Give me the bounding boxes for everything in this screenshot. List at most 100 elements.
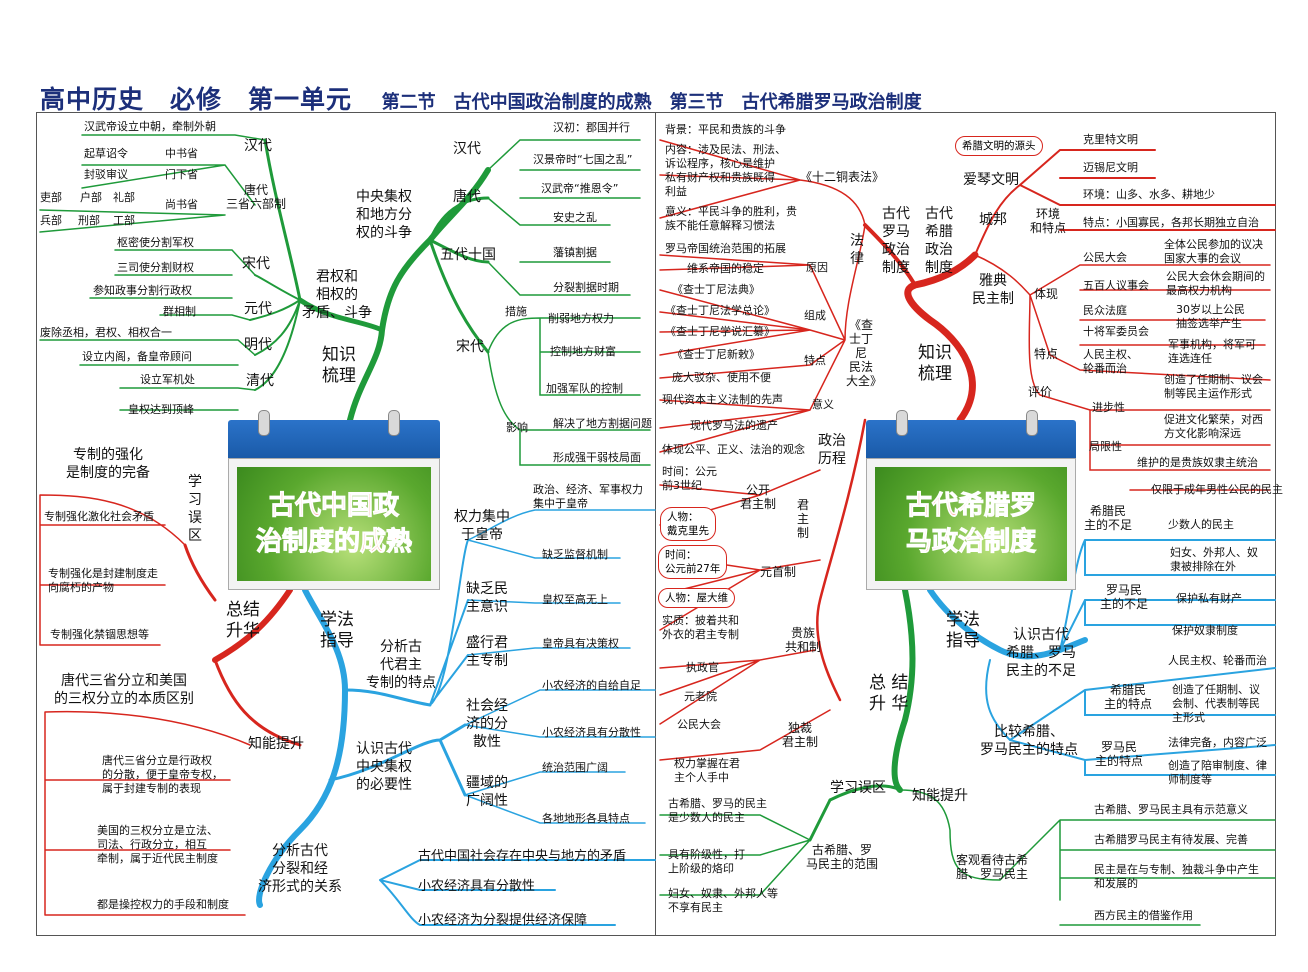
left-red-branches	[39, 494, 302, 916]
tang-item: 刑部	[78, 214, 100, 227]
tixian-item: 民众法庭	[1083, 304, 1127, 317]
renshi-item: 小农经济的自给自足	[542, 679, 641, 692]
tedian-item: 人民主权、 轮番而治	[1083, 348, 1138, 375]
node-pingjia: 评价	[1028, 385, 1053, 399]
renshi-right-item: 保护奴隶制度	[1172, 624, 1238, 637]
right-branch-method: 学法 指导	[946, 610, 980, 651]
song-item: 参知政事分割行政权	[93, 284, 192, 297]
tixian-item: 公民大会休会期间的 最高权力机构	[1166, 270, 1265, 297]
left-branch-summary: 总结 升华	[226, 600, 260, 641]
duzai-item: 权力掌握在君 主个人手中	[674, 757, 740, 784]
tedian-item: 创造了任期制、议会 制等民主运作形式	[1164, 373, 1263, 400]
left-blue-branches	[256, 509, 656, 926]
dyn-han: 汉代	[244, 138, 272, 154]
calendar-ring	[896, 410, 908, 436]
node-zhineng: 知能提升	[248, 736, 304, 752]
cl-wudai-item: 分裂割据时期	[553, 281, 619, 294]
right-center-calendar: 古代希腊罗 马政治制度	[866, 410, 1076, 590]
cl-song-item: 形成强干弱枝局面	[553, 451, 641, 464]
song-item: 枢密使分割军权	[117, 236, 194, 249]
shier-item: 意义：平民斗争的胜利，贵 族不能任意解释习惯法	[665, 205, 797, 232]
minfa-item: 《查士丁尼新敕》	[672, 348, 760, 361]
keguan-item: 古希腊罗马民主有待发展、完善	[1094, 833, 1248, 846]
huanjing-item: 环境：山多、水多、耕地少	[1083, 188, 1215, 201]
minfa-item: 罗马帝国统治范围的拓展	[665, 242, 786, 255]
minfa-item: 《查士丁尼法学总论》	[665, 304, 775, 317]
minfa-item: 《查士丁尼学说汇纂》	[665, 325, 775, 338]
wuqu-title: 专制的强化 是制度的完备	[66, 447, 150, 481]
page-title: 高中历史 必修 第一单元 第二节 古代中国政治制度的成熟 第三节 古代希腊罗马政…	[40, 80, 922, 114]
ming-item: 废除丞相，君权、相权合一	[40, 326, 172, 339]
cl-song-item: 加强军队的控制	[546, 382, 623, 395]
tang-item: 礼部	[113, 191, 135, 204]
node-zhengzhi: 政治 历程	[818, 433, 846, 467]
yuan-item: 群相制	[163, 305, 196, 318]
node-guizu: 贵族 共和制	[785, 626, 822, 654]
tang-item: 中书省	[165, 147, 198, 160]
gongkai-person: 人物： 戴克里先	[660, 507, 716, 541]
gongkai-item: 时间：公元 前3世纪	[662, 465, 717, 492]
zhineng-item: 美国的三权分立是立法、 司法、行政分立，相互 牵制，属于近代民主制度	[97, 824, 218, 865]
renshi-item: 统治范围广阔	[542, 761, 608, 774]
yuanshou-item: 实质：披着共和 外衣的君主专制	[662, 614, 739, 641]
right-branch-summary: 总 结 升 华	[869, 673, 909, 714]
node-fanwei: 古希腊、罗 马民主的范围	[806, 843, 879, 871]
minfa-sub: 意义	[812, 398, 834, 411]
fenxi-item: 皇权至高无上	[542, 593, 608, 606]
page-divider	[655, 112, 656, 936]
yuanshou-person: 人物：屋大维	[658, 588, 735, 608]
tixian-item: 十将军委员会	[1083, 325, 1149, 338]
node-shier: 《十二铜表法》	[800, 170, 885, 184]
calendar-ring	[258, 410, 270, 436]
ming-item: 设立内阁，备皇帝顾问	[82, 350, 192, 363]
yuanshou-time: 时间： 公元前27年	[658, 545, 728, 579]
tang-item: 封驳审议	[84, 168, 128, 181]
fenxi-sub: 缺乏民 主意识	[466, 581, 508, 615]
fenxi-sub: 盛行君 主专制	[466, 635, 508, 669]
wuqu-item: 专制强化激化社会矛盾	[44, 510, 154, 523]
bijiao-sub: 希腊民 主的特点	[1104, 683, 1153, 711]
title-main: 高中历史 必修 第一单元	[40, 85, 353, 114]
guizu-item: 公民大会	[677, 718, 721, 731]
bijiao-sub: 罗马民 主的特点	[1095, 740, 1144, 768]
node-renshi-right: 认识古代 希腊、罗马 民主的不足	[1006, 627, 1076, 679]
node-gongkai: 公开 君主制	[740, 483, 777, 511]
fanwei-item: 妇女、奴隶、外邦人等 不享有民主	[668, 887, 778, 914]
shier-item: 内容：涉及民法、刑法、 诉讼程序，核心是维护 私有财产权和贵族既得 利益	[665, 143, 786, 198]
renshi-right-item: 妇女、外邦人、奴 隶被排除在外	[1170, 546, 1258, 573]
left-branch-method: 学法 指导	[320, 610, 354, 651]
song-item: 三司使分割财权	[117, 261, 194, 274]
cl-tang-item: 安史之乱	[553, 211, 597, 224]
cl-han-item: 汉初：郡国并行	[553, 121, 630, 134]
bijiao-item: 人民主权、轮番而治	[1168, 654, 1267, 667]
keguan-item: 西方民主的借鉴作用	[1094, 909, 1193, 922]
bijiao-item: 创造了陪审制度、律 师制度等	[1168, 759, 1267, 786]
jinbu-item: 促进文化繁荣，对西 方文化影响深远	[1164, 413, 1263, 440]
zhineng-item: 都是操控权力的手段和制度	[97, 898, 229, 911]
dyn-song: 宋代	[242, 256, 270, 272]
node-juxian: 局限性	[1089, 440, 1122, 453]
minfa-sub: 组成	[804, 309, 826, 322]
renshi-right-sub: 希腊民 主的不足	[1084, 504, 1133, 532]
title-sub: 第二节 古代中国政治制度的成熟 第三节 古代希腊罗马政治制度	[381, 92, 922, 113]
dyn-yuan: 元代	[244, 301, 272, 317]
node-huanjing: 环境 和特点	[1030, 207, 1067, 235]
node-duzai: 独裁 君主制	[782, 721, 819, 749]
cl-song-impact: 影响	[506, 421, 528, 434]
tixian-item: 30岁以上公民 抽签选举产生	[1176, 303, 1245, 330]
calendar-panel: 古代希腊罗 马政治制度	[875, 467, 1067, 581]
node-tedian: 特点	[1034, 347, 1059, 361]
calendar-body: 古代希腊罗 马政治制度	[866, 458, 1076, 590]
node-wuqu-right: 学习误区	[830, 780, 886, 796]
left-center-topic: 古代中国政 治制度的成熟	[255, 491, 412, 558]
right-green-branches	[659, 587, 1276, 926]
renshi-item: 小农经济具有分散性	[542, 726, 641, 739]
right-center-topic: 古代希腊罗 马政治制度	[905, 491, 1036, 558]
tang-item: 吏部	[40, 191, 62, 204]
node-rome: 古代 罗马 政治 制度	[882, 206, 910, 276]
left-center-calendar: 古代中国政 治制度的成熟	[228, 410, 440, 590]
minfa-item: 维系帝国的稳定	[687, 262, 764, 275]
aiqin-item: 迈锡尼文明	[1083, 161, 1138, 174]
cl-han-item: 汉景帝时“七国之乱”	[533, 153, 633, 166]
fenxi-item: 皇帝具有决策权	[542, 637, 619, 650]
